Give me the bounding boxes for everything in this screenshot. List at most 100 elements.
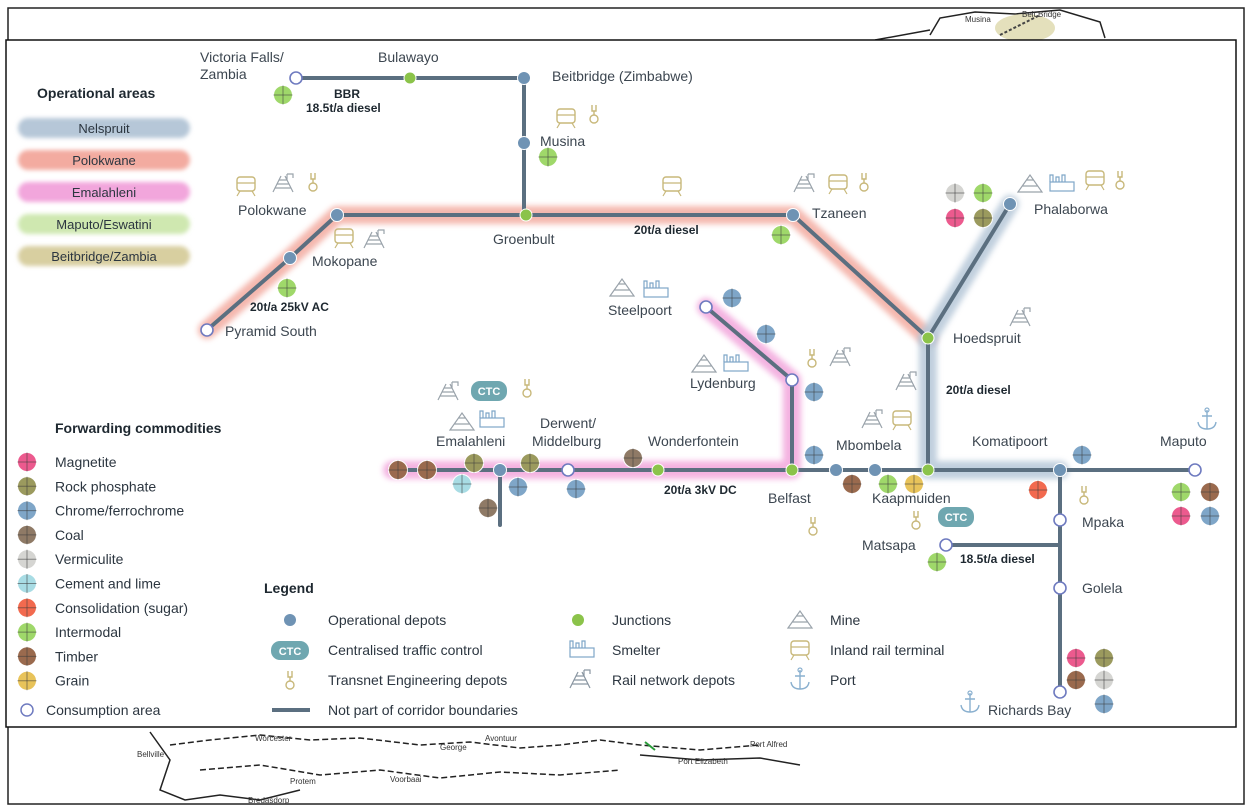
engineering-depot-icon	[1115, 171, 1125, 190]
commodity-marker	[1072, 445, 1092, 465]
place-label-victoria-falls-2: Zambia	[200, 66, 247, 82]
operational-depot	[517, 71, 531, 85]
smelter-icon	[569, 640, 595, 658]
inland-terminal-icon	[662, 176, 682, 197]
bg-label-beit-bridge: Beit Bridge	[1022, 10, 1062, 19]
commodity-legend-icon	[17, 524, 37, 545]
consumption-area	[939, 538, 953, 552]
operational-area-item: Nelspruit	[18, 118, 190, 138]
commodity-marker	[945, 183, 965, 203]
rail-network-depot-icon	[861, 409, 883, 429]
commodity-legend-label: Rock phosphate	[55, 478, 156, 494]
place-label-tzaneen: Tzaneen	[812, 205, 866, 221]
commodity-marker	[623, 448, 643, 468]
engineering-depot-icon	[859, 173, 869, 192]
commodity-legend-icon	[17, 500, 37, 521]
junction	[785, 463, 799, 477]
legend-inland-terminal: Inland rail terminal	[830, 642, 944, 658]
rail-segment	[205, 213, 930, 340]
inland-terminal-icon	[556, 108, 576, 129]
bg-label-voorbaai: Voorbaai	[390, 775, 422, 784]
smelter-icon	[479, 410, 505, 428]
legend-ctc: Centralised traffic control	[328, 642, 483, 658]
port-icon	[1197, 407, 1217, 430]
commodity-marker	[1028, 480, 1048, 500]
commodity-legend-label: Vermiculite	[55, 551, 124, 567]
rail-segment	[926, 202, 1012, 340]
commodity-marker	[388, 460, 408, 480]
engineering-depot-icon	[808, 517, 818, 536]
operational-depot	[517, 136, 531, 150]
commodity-marker	[804, 382, 824, 402]
operational-depot	[786, 208, 800, 222]
svg-text:CTC: CTC	[945, 512, 968, 524]
ctc-badge-label: CTC	[279, 646, 302, 658]
commodity-marker	[520, 453, 540, 473]
operational-area-item: Polokwane	[18, 150, 190, 170]
consumption-area-icon	[20, 703, 34, 717]
commodity-legend-label: Magnetite	[55, 454, 117, 470]
legend-smelter: Smelter	[612, 642, 661, 658]
consumption-area	[1053, 513, 1067, 527]
symbol-legend: Legend Operational depots CTC Centralise…	[264, 580, 944, 718]
commodity-marker	[1171, 506, 1191, 526]
operational-depot	[330, 208, 344, 222]
place-label-beitbridge-zim: Beitbridge (Zimbabwe)	[552, 68, 693, 84]
operational-areas-legend: Operational areas NelspruitPolokwaneEmal…	[18, 85, 190, 266]
junction	[921, 463, 935, 477]
inland-terminal-icon	[828, 174, 848, 195]
commodity-legend-label: Grain	[55, 673, 89, 689]
operational-depot	[493, 463, 507, 477]
junction	[519, 208, 533, 222]
place-label-wonderfontein: Wonderfontein	[648, 433, 739, 449]
place-label-derwent-2: Middelburg	[532, 433, 601, 449]
bg-label-port-elizabeth: Port Elizabeth	[678, 757, 728, 766]
inland-terminal-icon	[1085, 170, 1105, 191]
place-label-emalahleni: Emalahleni	[436, 433, 505, 449]
legend-title: Legend	[264, 580, 314, 596]
place-label-lydenburg: Lydenburg	[690, 375, 756, 391]
engineering-depot-icon	[1079, 486, 1089, 505]
commodity-marker	[1094, 694, 1114, 714]
facility-icons: CTC CTC	[236, 105, 1217, 713]
mine-icon	[786, 609, 814, 629]
rail-network-depot-icon	[1009, 307, 1031, 327]
consumption-area	[200, 323, 214, 337]
line-label-belfast: 20t/a 3kV DC	[664, 483, 737, 497]
operational-depot	[1053, 463, 1067, 477]
commodity-marker	[538, 147, 558, 167]
commodity-marker	[1066, 670, 1086, 690]
commodity-marker	[1094, 670, 1114, 690]
place-label-polokwane: Polokwane	[238, 202, 307, 218]
svg-text:CTC: CTC	[478, 386, 501, 398]
bg-label-avontuur: Avontuur	[485, 734, 517, 743]
place-label-mpaka: Mpaka	[1082, 514, 1124, 530]
operational-depot	[283, 251, 297, 265]
junction	[921, 331, 935, 345]
operational-area-item: Beitbridge/Zambia	[18, 246, 190, 266]
ctc-badge-icon	[271, 641, 309, 660]
commodity-marker	[904, 474, 924, 494]
smelter-icon	[723, 354, 749, 372]
consumption-area	[1053, 581, 1067, 595]
line-label-matsapa: 18.5t/a diesel	[960, 552, 1035, 566]
commodity-marker	[1066, 648, 1086, 668]
inland-terminal-icon	[790, 640, 810, 661]
commodity-legend-label: Cement and lime	[55, 576, 161, 592]
operational-area-label: Emalahleni	[72, 185, 136, 200]
commodity-marker	[945, 208, 965, 228]
rail-network-depot-icon	[363, 229, 385, 249]
commodity-legend-label: Consolidation (sugar)	[55, 600, 188, 616]
rail-nodes	[200, 71, 1202, 699]
commodity-marker	[452, 474, 472, 494]
commodity-marker	[973, 208, 993, 228]
commodity-marker	[508, 477, 528, 497]
place-label-pyramid-south: Pyramid South	[225, 323, 317, 339]
junction	[651, 463, 665, 477]
place-label-matsapa: Matsapa	[862, 537, 916, 553]
legend-mine: Mine	[830, 612, 861, 628]
rail-network-depot-icon	[793, 173, 815, 193]
commodity-marker	[804, 445, 824, 465]
operational-areas-title: Operational areas	[37, 85, 155, 101]
